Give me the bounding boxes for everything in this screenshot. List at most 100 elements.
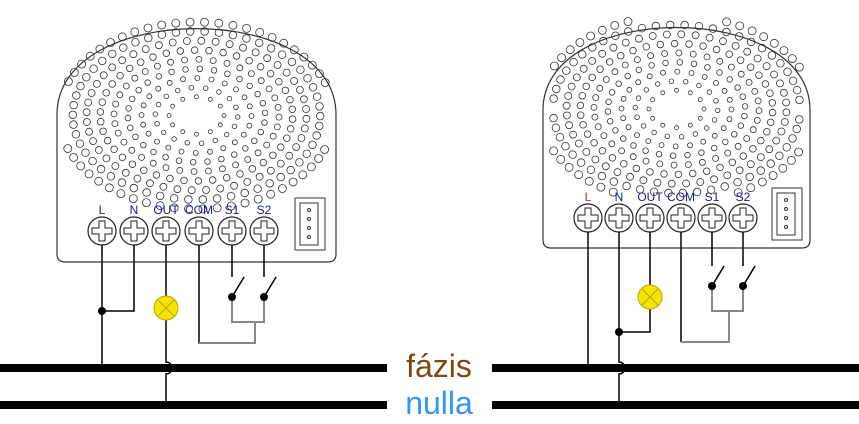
vent-hole (666, 20, 675, 30)
vent-hole (751, 88, 759, 95)
vent-hole (285, 151, 294, 160)
vent-hole (236, 64, 244, 72)
vent-hole (598, 49, 607, 58)
vent-hole (288, 177, 298, 187)
vent-hole (276, 172, 285, 182)
terminal-label: S2 (736, 190, 751, 204)
vent-hole (266, 44, 276, 53)
vent-hole (63, 144, 73, 153)
vent-hole (133, 174, 142, 183)
vent-hole (125, 105, 132, 112)
vent-hole (586, 165, 596, 174)
vent-hole (792, 85, 802, 95)
vent-hole (102, 89, 110, 97)
vent-hole (664, 188, 673, 198)
vent-hole (281, 86, 290, 95)
vent-hole (596, 65, 604, 73)
vent-hole (630, 142, 637, 149)
vent-hole (166, 113, 172, 118)
vent-hole (208, 76, 215, 83)
neutral-bus-left (0, 401, 387, 409)
vent-hole (699, 42, 707, 50)
vent-hole (218, 165, 226, 173)
vent-hole (675, 49, 683, 57)
vent-hole (667, 179, 676, 188)
vent-hole (296, 65, 305, 74)
vent-hole (733, 177, 742, 187)
vent-hole (212, 203, 222, 213)
vent-hole (255, 28, 265, 37)
vent-hole (782, 143, 791, 152)
vent-hole (655, 150, 663, 158)
vent-hole (674, 68, 681, 75)
vent-hole (710, 175, 718, 184)
terminal-label: COM (185, 203, 213, 217)
vent-hole (639, 176, 648, 185)
vent-hole (745, 79, 753, 86)
vent-hole (700, 138, 707, 145)
vent-hole (586, 31, 595, 41)
vent-hole (314, 69, 324, 78)
vent-hole (173, 185, 182, 194)
vent-hole (163, 93, 169, 100)
vent-hole (277, 50, 287, 59)
vent-hole (731, 42, 740, 50)
vent-hole (178, 148, 185, 155)
vent-hole (130, 27, 140, 37)
vent-hole (276, 159, 285, 168)
vent-hole (271, 94, 279, 102)
vent-hole (648, 62, 655, 69)
vent-hole (637, 24, 647, 33)
vent-hole (642, 157, 650, 165)
vent-hole (720, 125, 727, 132)
vent-hole (579, 121, 587, 129)
vent-hole (111, 162, 120, 170)
vent-hole (594, 123, 602, 130)
terminal-out: OUT (151, 203, 181, 246)
vent-hole (746, 37, 756, 47)
vent-hole (140, 102, 147, 109)
vent-hole (725, 50, 733, 58)
vent-hole (140, 141, 147, 149)
vent-hole (231, 139, 238, 146)
vent-hole (117, 178, 127, 187)
vent-hole (152, 171, 161, 179)
vent-hole (185, 27, 195, 36)
vent-hole (96, 164, 106, 174)
vent-hole (767, 118, 775, 126)
vent-hole (267, 33, 277, 42)
vent-hole (141, 198, 151, 208)
vent-hole (674, 170, 683, 179)
vent-hole (609, 43, 618, 52)
vent-hole (182, 66, 189, 73)
vent-hole (768, 108, 777, 117)
vent-hole (716, 57, 724, 65)
vent-hole (625, 124, 632, 131)
vent-hole (288, 115, 297, 123)
vent-hole (253, 184, 262, 193)
vent-hole (118, 56, 127, 65)
vent-hole (64, 77, 73, 86)
vent-hole (746, 183, 756, 193)
vent-hole (712, 45, 721, 54)
vent-hole (688, 70, 695, 76)
vent-hole (209, 57, 217, 64)
vent-hole (257, 128, 264, 136)
terminal-label: S1 (705, 190, 720, 204)
vent-hole (687, 122, 693, 128)
connector-icon (294, 197, 326, 251)
vent-hole (189, 158, 197, 166)
vent-hole (555, 132, 565, 142)
vent-hole (582, 82, 590, 90)
vent-hole (223, 131, 230, 138)
vent-hole (155, 191, 165, 201)
vent-hole (611, 31, 620, 40)
vent-hole (307, 60, 317, 70)
vent-hole (283, 134, 291, 142)
vent-hole (629, 153, 637, 161)
vent-hole (728, 158, 736, 166)
vent-hole (656, 160, 664, 168)
vent-hole (650, 115, 656, 121)
vent-hole (146, 179, 154, 188)
vent-hole (171, 136, 177, 142)
